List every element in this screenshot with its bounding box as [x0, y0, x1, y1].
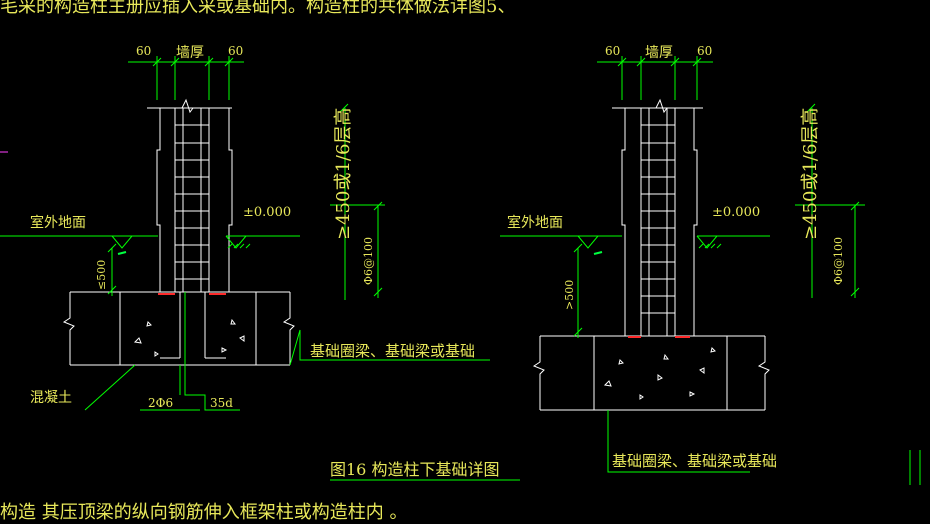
right-dim-60-right: 60	[697, 44, 713, 58]
right-stirrup-label: Φ6@100	[832, 236, 845, 285]
left-stirrup-label: Φ6@100	[362, 236, 375, 285]
right-concrete-marks	[603, 347, 716, 400]
left-foundation-beam-label: 基础圈梁、基础梁或基础	[310, 342, 476, 360]
left-soil-marker	[117, 251, 127, 255]
right-foundation-beam-label: 基础圈梁、基础梁或基础	[612, 452, 778, 470]
caption-underline	[330, 450, 921, 485]
top-note: 毛采的构造柱主册应插入采或基础内。构造柱的共体做法详图5、	[0, 0, 516, 17]
left-elevation-label: ±0.000	[243, 205, 292, 220]
left-anchor-label: 35d	[210, 396, 233, 410]
right-dim-wall-thickness: 墙厚	[645, 45, 673, 61]
right-column-outline	[532, 98, 770, 411]
right-depth-limit-label: >500	[563, 279, 576, 310]
left-concrete-marks	[133, 318, 245, 357]
right-dimensions	[500, 56, 865, 473]
right-elevation-label: ±0.000	[712, 205, 761, 220]
bottom-note: 构造 其压顶梁的纵向钢筋伸入框架柱或构造柱内 。	[0, 502, 408, 523]
left-rebar-label: 2Φ6	[148, 396, 174, 410]
right-soil-marker	[593, 251, 603, 255]
right-anchor-length-label: ≥450或1/6层高	[800, 107, 821, 240]
right-dim-60-left: 60	[605, 44, 621, 58]
left-dimensions	[0, 56, 490, 411]
left-concrete-label: 混凝土	[30, 390, 72, 406]
left-dim-60-right: 60	[228, 44, 244, 58]
left-column-outline	[62, 98, 295, 366]
right-outdoor-ground-label: 室外地面	[507, 215, 563, 231]
left-anchor-length-label: ≥450或1/6层高	[333, 107, 354, 240]
left-dim-60-left: 60	[136, 44, 152, 58]
left-dim-wall-thickness: 墙厚	[176, 45, 204, 61]
left-outdoor-ground-label: 室外地面	[30, 215, 86, 231]
figure-caption: 图16 构造柱下基础详图	[330, 460, 500, 479]
left-depth-limit-label: ≤500	[95, 259, 108, 290]
